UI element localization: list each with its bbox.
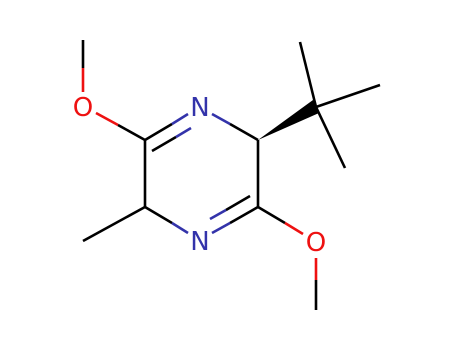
atom-n-top: N — [190, 93, 209, 123]
wedge-bond-c6-tbutyl — [258, 100, 319, 140]
bond-tbutyl-methyl-3 — [314, 106, 347, 169]
bond-c2-o-left — [95, 111, 146, 142]
atom-o-right: O — [306, 228, 326, 258]
bond-tbutyl-methyl-2 — [315, 83, 381, 109]
bond-n1-c6 — [211, 112, 259, 142]
bond-tbutyl-methyl-1 — [298, 41, 318, 108]
bond-c2-n1-double — [144, 112, 192, 153]
bond-c5-n4-double — [209, 194, 259, 235]
bond-c3-methyl — [82, 205, 146, 243]
atom-o-left: O — [73, 93, 93, 123]
atom-n-bottom: N — [190, 227, 209, 257]
bond-c5-o-right — [257, 205, 304, 236]
bond-n4-c3 — [144, 205, 189, 235]
